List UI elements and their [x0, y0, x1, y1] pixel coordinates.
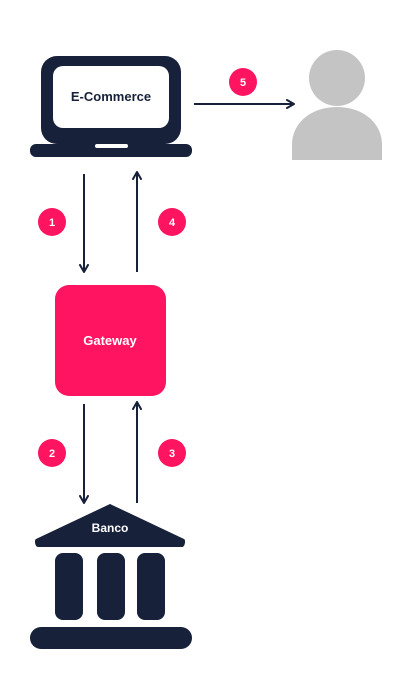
- step-number: 4: [169, 217, 176, 229]
- step-number: 5: [240, 77, 246, 89]
- bank-icon: [30, 504, 192, 649]
- bank-base: [30, 627, 192, 649]
- bank-label: Banco: [92, 521, 129, 535]
- gateway-label: Gateway: [83, 333, 137, 348]
- ecommerce-label: E-Commerce: [71, 89, 151, 104]
- user-body: [292, 107, 382, 160]
- gateway-box: [55, 285, 166, 396]
- user-head: [309, 50, 365, 106]
- step-badge-2: 2: [38, 439, 66, 467]
- bank-roof: [34, 504, 186, 547]
- laptop-screen: [53, 66, 169, 128]
- step-number: 2: [49, 448, 55, 460]
- laptop-base-notch: [95, 144, 128, 148]
- step-badge-4: 4: [158, 208, 186, 236]
- user-icon: [292, 50, 382, 160]
- flow-arrows: [79, 99, 295, 504]
- step-badge-5: 5: [229, 68, 257, 96]
- bank-column-left: [55, 553, 83, 620]
- step-badge-3: 3: [158, 439, 186, 467]
- step-badge-circle: [158, 439, 186, 467]
- bank-column-right: [137, 553, 165, 620]
- step-badge-circle: [158, 208, 186, 236]
- laptop-base: [30, 144, 192, 157]
- step-number: 3: [169, 448, 175, 460]
- step-badge-circle: [229, 68, 257, 96]
- bank-column-middle: [97, 553, 125, 620]
- step-badge-circle: [38, 208, 66, 236]
- step-number: 1: [49, 217, 55, 229]
- step-badge-1: 1: [38, 208, 66, 236]
- laptop-icon: [30, 56, 192, 157]
- step-badge-circle: [38, 439, 66, 467]
